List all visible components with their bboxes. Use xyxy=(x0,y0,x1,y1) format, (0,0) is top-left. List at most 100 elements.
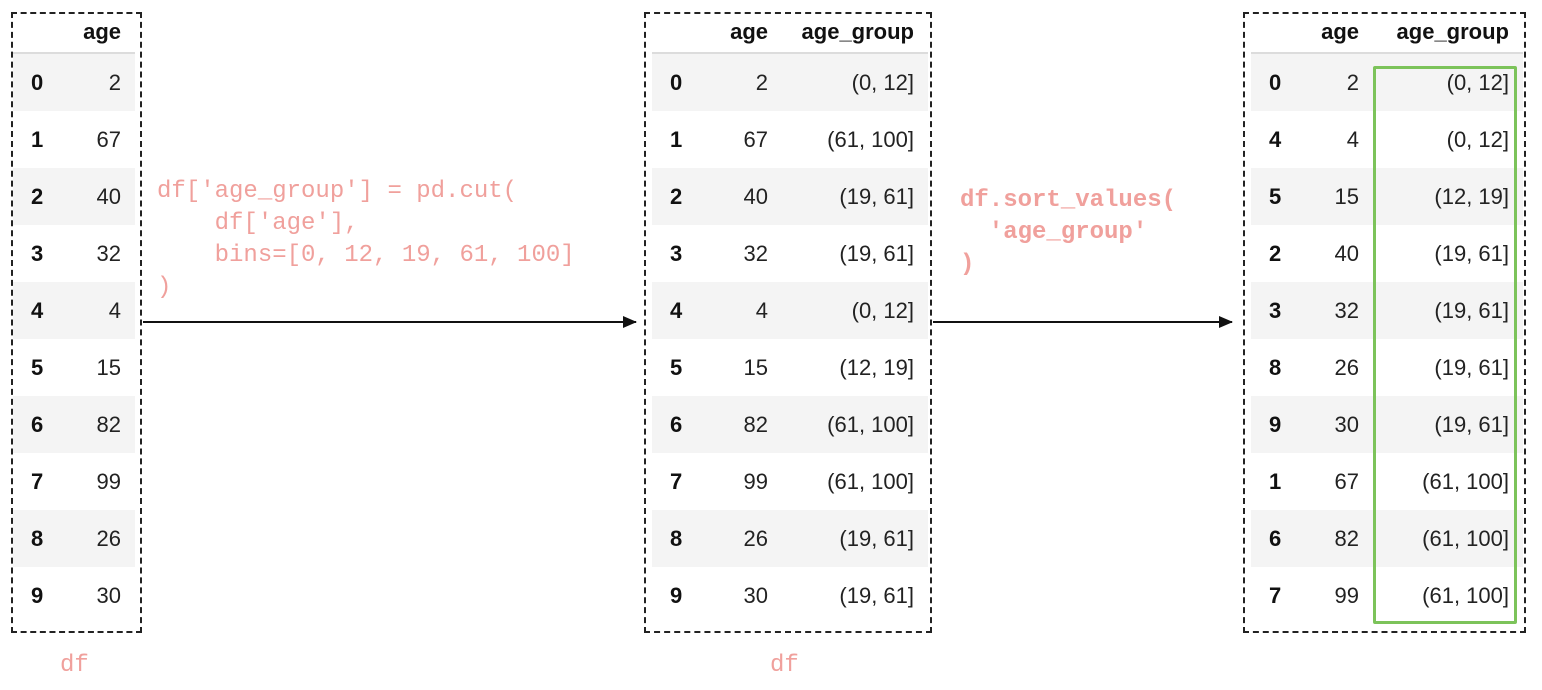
table-header-row: age xyxy=(13,12,135,54)
age-group-cell: (61, 100] xyxy=(827,126,914,152)
column-header-age-group: age_group xyxy=(1373,12,1523,54)
row-index: 9 xyxy=(670,582,683,608)
age-group-cell: (19, 61] xyxy=(1434,297,1509,323)
dataframe-caption-first: df xyxy=(60,652,89,679)
age-group-cell: (0, 12] xyxy=(851,69,914,95)
age-cell: 67 xyxy=(743,126,768,152)
row-index: 4 xyxy=(1269,126,1282,152)
index-header xyxy=(1251,12,1311,54)
row-index: 2 xyxy=(1269,240,1282,266)
age-cell: 26 xyxy=(1334,354,1359,380)
age-cell: 32 xyxy=(743,240,768,266)
row-index: 4 xyxy=(31,297,44,323)
age-cell: 99 xyxy=(1334,582,1359,608)
age-group-cell: (61, 100] xyxy=(1422,525,1509,551)
age-cell: 30 xyxy=(96,582,121,608)
row-index: 7 xyxy=(670,468,683,494)
table-header-row: age age_group xyxy=(652,12,928,54)
row-index: 0 xyxy=(31,69,44,95)
column-header-age: age xyxy=(1311,12,1373,54)
age-cell: 2 xyxy=(755,69,768,95)
table-row: 1 67 (61, 100] xyxy=(652,111,928,168)
age-cell: 30 xyxy=(1334,411,1359,437)
age-group-cell: (19, 61] xyxy=(839,582,914,608)
age-cell: 32 xyxy=(1334,297,1359,323)
age-group-cell: (12, 19] xyxy=(1434,183,1509,209)
age-group-cell: (19, 61] xyxy=(1434,240,1509,266)
row-index: 5 xyxy=(670,354,683,380)
age-group-cell: (0, 12] xyxy=(1446,69,1509,95)
age-cell: 4 xyxy=(755,297,768,323)
age-cell: 82 xyxy=(743,411,768,437)
table-row: 2 40 (19, 61] xyxy=(1251,225,1523,282)
binned-dataframe-table: age age_group 0 2 (0, 12] 1 67 (61, 100] 2 40 (1… xyxy=(652,12,928,624)
index-header xyxy=(13,12,73,54)
age-cell: 26 xyxy=(743,525,768,551)
age-cell: 99 xyxy=(743,468,768,494)
age-cell: 4 xyxy=(108,297,121,323)
row-index: 2 xyxy=(670,183,683,209)
table-row: 1 67 xyxy=(13,111,135,168)
age-cell: 82 xyxy=(96,411,121,437)
age-cell: 2 xyxy=(108,69,121,95)
column-header-age: age xyxy=(712,12,782,54)
table-row: 9 30 (19, 61] xyxy=(1251,396,1523,453)
row-index: 4 xyxy=(670,297,683,323)
row-index: 0 xyxy=(1269,69,1282,95)
age-group-cell: (0, 12] xyxy=(1446,126,1509,152)
table-row: 4 4 (0, 12] xyxy=(1251,111,1523,168)
age-cell: 32 xyxy=(96,240,121,266)
table-row: 4 4 (0, 12] xyxy=(652,282,928,339)
row-index: 0 xyxy=(670,69,683,95)
age-cell: 40 xyxy=(96,183,121,209)
row-index: 8 xyxy=(31,525,44,551)
age-group-cell: (61, 100] xyxy=(827,411,914,437)
age-cell: 40 xyxy=(743,183,768,209)
age-cell: 67 xyxy=(96,126,121,152)
table-header-row: age age_group xyxy=(1251,12,1523,54)
age-group-cell: (19, 61] xyxy=(839,525,914,551)
age-cell: 26 xyxy=(96,525,121,551)
row-index: 1 xyxy=(31,126,44,152)
age-cell: 15 xyxy=(1334,183,1359,209)
age-group-cell: (19, 61] xyxy=(1434,411,1509,437)
age-group-cell: (19, 61] xyxy=(839,183,914,209)
row-index: 7 xyxy=(31,468,44,494)
age-cell: 4 xyxy=(1346,126,1359,152)
column-header-age-group: age_group xyxy=(782,12,928,54)
age-cell: 40 xyxy=(1334,240,1359,266)
age-cell: 99 xyxy=(96,468,121,494)
table-row: 7 99 xyxy=(13,453,135,510)
row-index: 1 xyxy=(1269,468,1282,494)
age-group-cell: (61, 100] xyxy=(1422,468,1509,494)
row-index: 1 xyxy=(670,126,683,152)
table-row: 0 2 (0, 12] xyxy=(652,53,928,111)
row-index: 9 xyxy=(1269,411,1282,437)
pd-cut-code: df['age_group'] = pd.cut( df['age'], bin… xyxy=(157,178,575,301)
table-row: 8 26 xyxy=(13,510,135,567)
age-group-cell: (0, 12] xyxy=(851,297,914,323)
age-group-cell: (12, 19] xyxy=(839,354,914,380)
age-group-cell: (19, 61] xyxy=(839,240,914,266)
sort-values-code: df.sort_values( 'age_group' ) xyxy=(960,187,1177,278)
age-group-cell: (61, 100] xyxy=(1422,582,1509,608)
